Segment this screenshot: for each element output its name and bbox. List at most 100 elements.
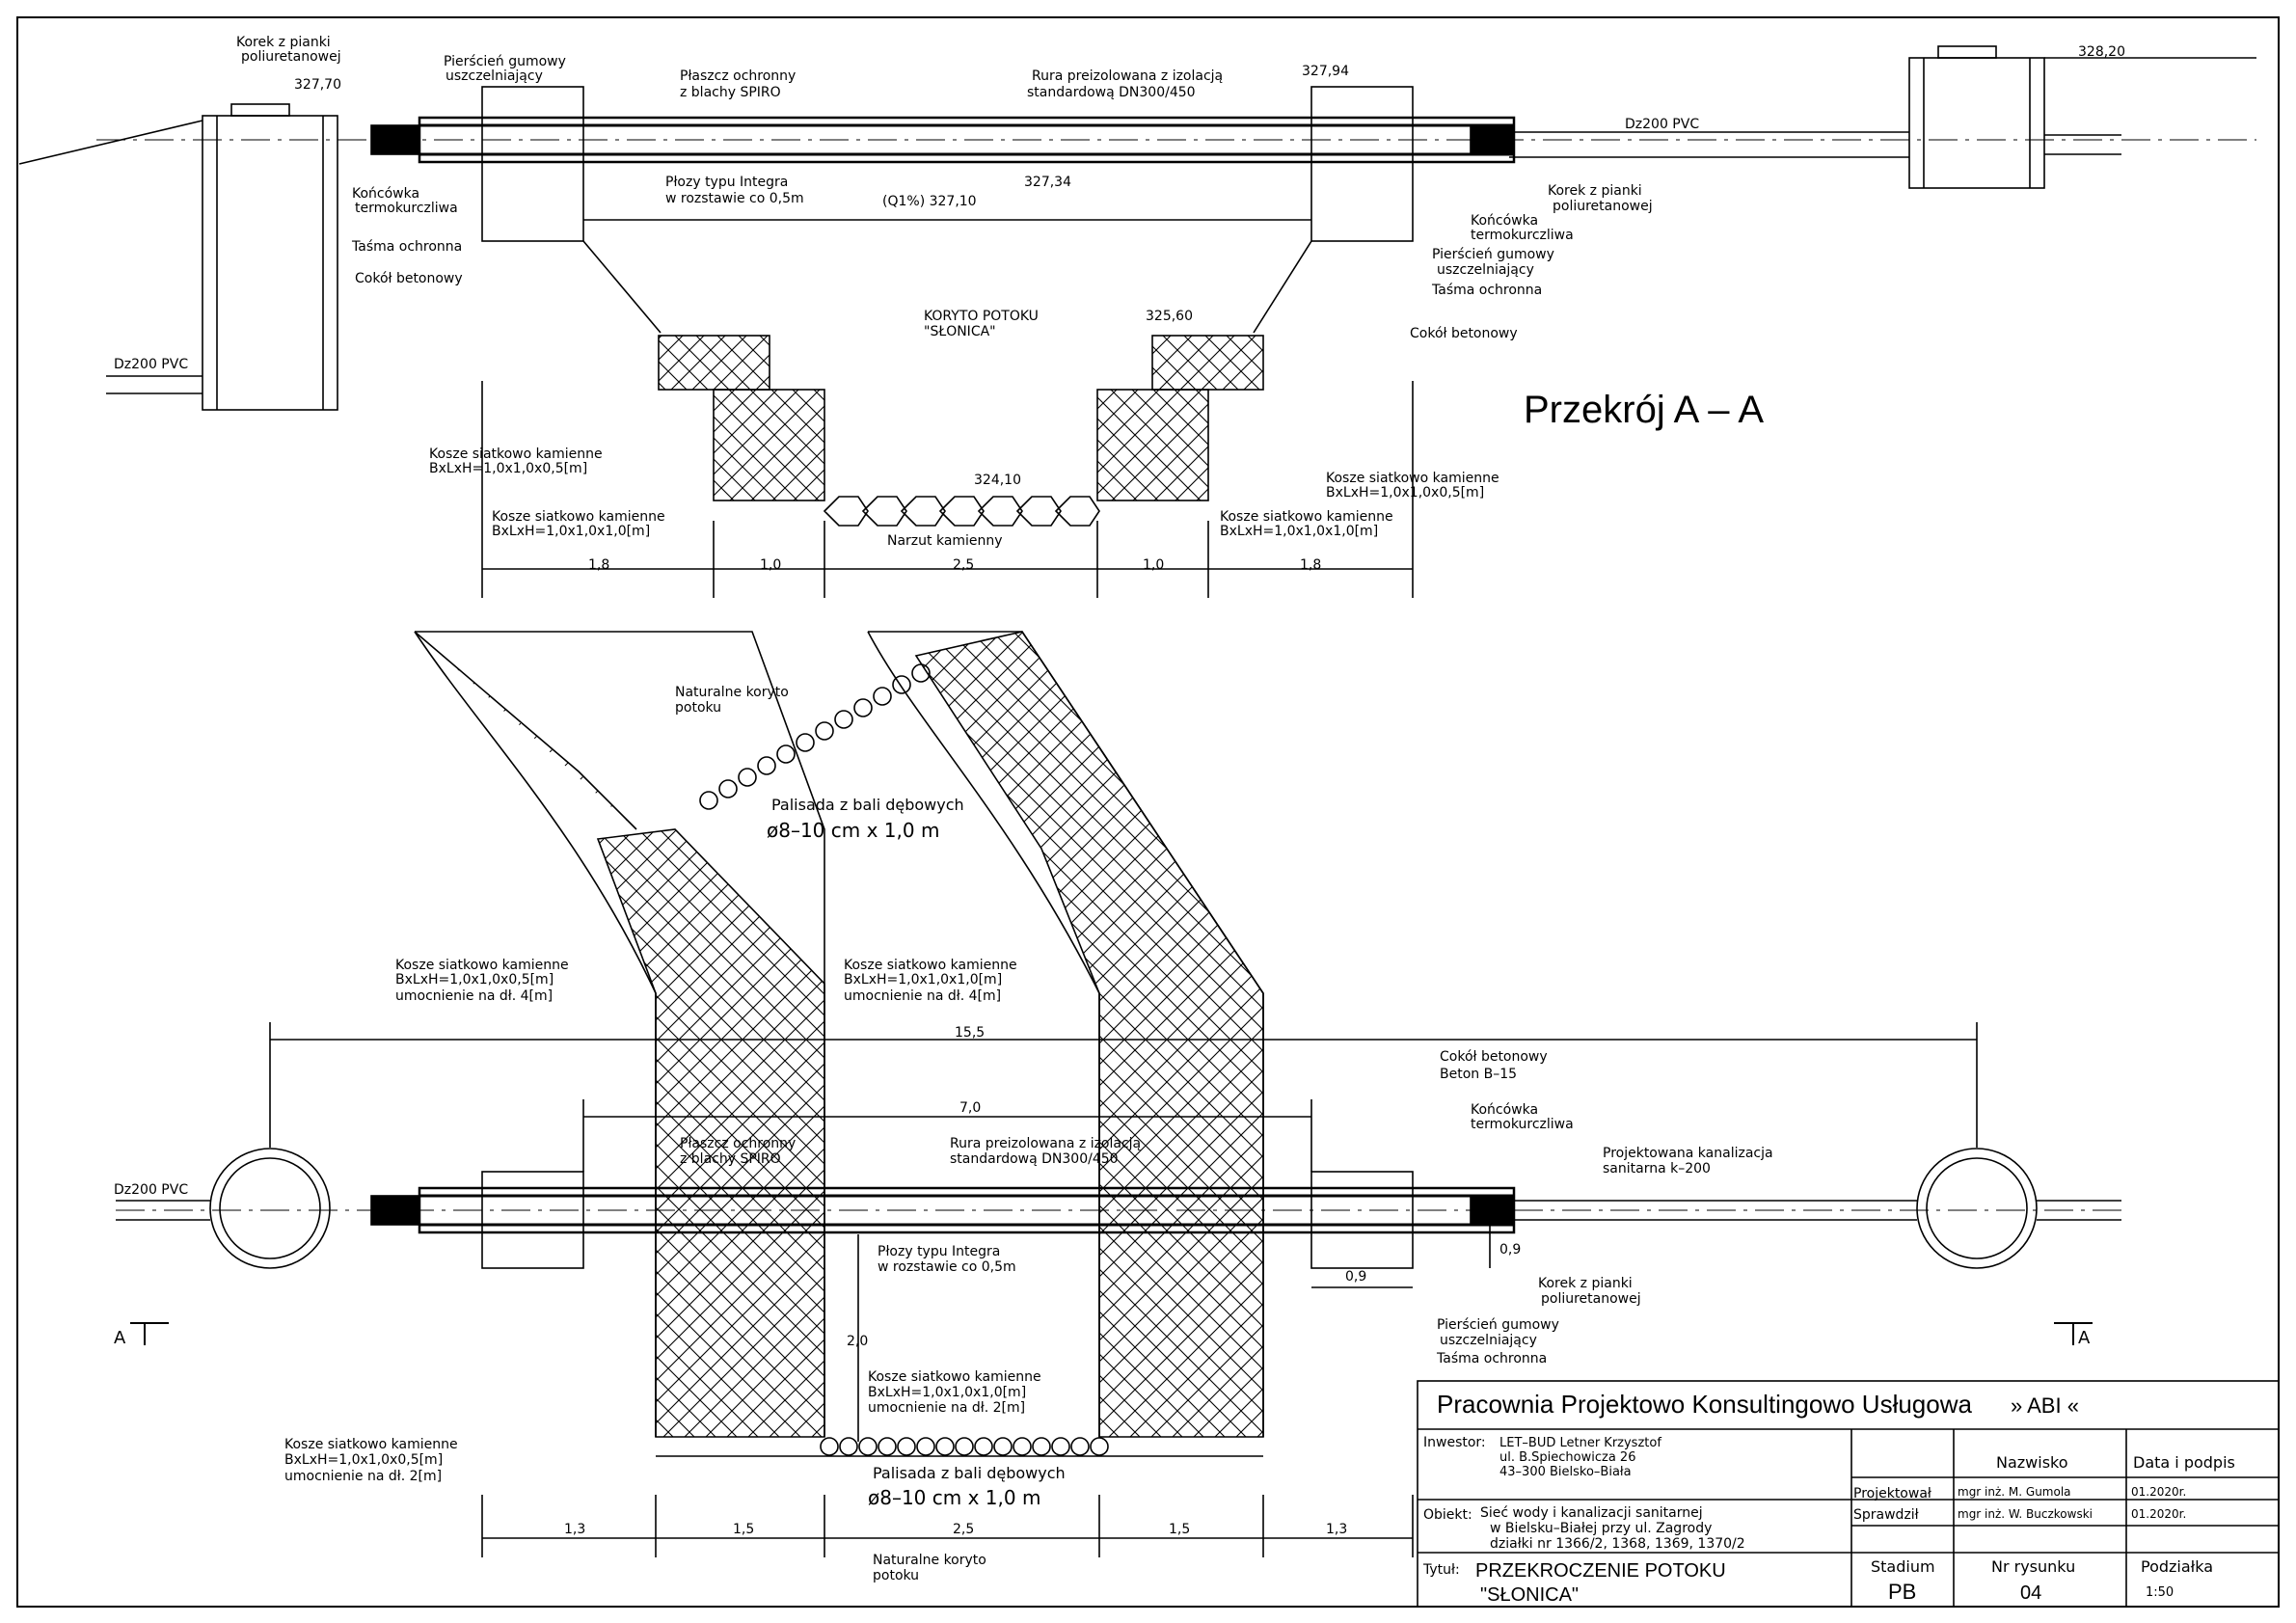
label-korek-1: Korek z pianki bbox=[236, 35, 331, 50]
label-tasma: Taśma ochronna bbox=[1436, 1351, 1547, 1366]
company-brand: » ABI « bbox=[2011, 1393, 2079, 1418]
dim-top: 1,8 bbox=[1300, 557, 1321, 573]
section-mark-right: A bbox=[2078, 1328, 2091, 1348]
label-koncowka-2: termokurczliwa bbox=[1471, 1117, 1574, 1132]
label-kosze-dim: BxLxH=1,0x1,0x0,5[m] bbox=[284, 1452, 443, 1468]
title-label: Tytuł: bbox=[1422, 1562, 1460, 1578]
label-koryto-2: "SŁONICA" bbox=[924, 324, 996, 339]
plan-view-labels: Naturalne koryto potoku Palisada z bali … bbox=[114, 685, 2091, 1583]
label-kosze-dim: BxLxH=1,0x1,0x1,0[m] bbox=[1220, 524, 1378, 539]
section-mark-left: A bbox=[114, 1328, 126, 1348]
label-pierscien-2: uszczelniający bbox=[1440, 1333, 1537, 1348]
concrete-plinth-left bbox=[481, 86, 584, 242]
dim-bottom: 2,5 bbox=[953, 1522, 974, 1537]
dim-inner: 7,0 bbox=[959, 1100, 981, 1116]
label-kosze-1: Kosze siatkowo kamienne bbox=[1220, 509, 1393, 525]
right-chamber bbox=[1908, 57, 2045, 189]
plinth-plan-left bbox=[481, 1171, 584, 1269]
dim-20: 2,0 bbox=[847, 1334, 868, 1349]
dim-bottom: 1,3 bbox=[1326, 1522, 1347, 1537]
nr-value: 04 bbox=[2020, 1582, 2041, 1604]
elev-label: 328,20 bbox=[2078, 44, 2125, 60]
section-a-a bbox=[18, 45, 2256, 598]
concrete-plinth-right bbox=[1310, 86, 1414, 242]
label-tasma: Taśma ochronna bbox=[1431, 283, 1542, 298]
label-umoc: umocnienie na dł. 2[m] bbox=[284, 1469, 442, 1484]
label-projekt-kan-1: Projektowana kanalizacja bbox=[1603, 1146, 1773, 1161]
label-cokol: Cokół betonowy bbox=[1440, 1049, 1548, 1065]
gabion-lower-right bbox=[1096, 389, 1209, 501]
investor-line: ul. B.Spiechowicza 26 bbox=[1499, 1450, 1635, 1465]
scale-label: Podziałka bbox=[2141, 1557, 2213, 1576]
label-kosze-dim: BxLxH=1,0x1,0x1,0[m] bbox=[844, 972, 1002, 987]
label-narzut: Narzut kamienny bbox=[887, 533, 1003, 549]
role-designer: Projektował bbox=[1853, 1486, 1931, 1501]
stadium-value: PB bbox=[1888, 1580, 1916, 1604]
dim-top: 1,8 bbox=[588, 557, 609, 573]
label-naturalne-2: potoku bbox=[675, 700, 721, 716]
label-kosze-dim: BxLxH=1,0x1,0x1,0[m] bbox=[492, 524, 650, 539]
label-kosze-dim: BxLxH=1,0x1,0x0,5[m] bbox=[429, 461, 587, 476]
label-kosze-1: Kosze siatkowo kamienne bbox=[1326, 471, 1499, 486]
manhole-left bbox=[209, 1148, 331, 1269]
label-palisada-1: Palisada z bali dębowych bbox=[873, 1464, 1066, 1482]
label-palisada-2: ø8–10 cm x 1,0 m bbox=[767, 819, 939, 842]
label-koncowka-1: Końcówka bbox=[1471, 213, 1538, 229]
label-cokol: Cokół betonowy bbox=[1410, 326, 1518, 341]
dim-bottom: 1,5 bbox=[733, 1522, 754, 1537]
label-kosze-dim: BxLxH=1,0x1,0x1,0[m] bbox=[868, 1385, 1026, 1400]
investor-line: LET–BUD Letner Krzysztof bbox=[1499, 1436, 1661, 1450]
label-korek-1: Korek z pianki bbox=[1538, 1276, 1633, 1291]
gabion-upper-left bbox=[658, 335, 770, 391]
col-date: Data i podpis bbox=[2133, 1453, 2235, 1472]
label-kosze-1: Kosze siatkowo kamienne bbox=[868, 1369, 1041, 1385]
label-plozy-1: Płozy typu Integra bbox=[878, 1244, 1000, 1259]
label-plaszcz-1: Płaszcz ochronny bbox=[680, 1136, 796, 1151]
label-naturalne-1: Naturalne koryto bbox=[873, 1553, 986, 1568]
gabion-upper-right bbox=[1151, 335, 1264, 391]
label-tasma: Taśma ochronna bbox=[351, 239, 462, 255]
label-rura-2: standardową DN300/450 bbox=[1027, 85, 1196, 100]
label-korek-2: poliuretanowej bbox=[241, 49, 341, 65]
label-rura-2: standardową DN300/450 bbox=[950, 1151, 1119, 1167]
elev-label: 325,60 bbox=[1146, 309, 1193, 324]
sheet-frame bbox=[16, 16, 2280, 1608]
investor-line: 43–300 Bielsko–Biała bbox=[1499, 1465, 1632, 1479]
object-label: Obiekt: bbox=[1423, 1507, 1472, 1523]
label-pierscien-2: uszczelniający bbox=[1437, 262, 1534, 278]
nr-label: Nr rysunku bbox=[1991, 1557, 2075, 1576]
elev-label: (Q1%) 327,10 bbox=[882, 194, 977, 209]
label-pierscien-1: Pierścień gumowy bbox=[1437, 1317, 1559, 1333]
section-a-a-labels: Przekrój A – A 327,70 327,94 328,20 327,… bbox=[114, 35, 2125, 573]
elev-label: 327,94 bbox=[1302, 64, 1349, 79]
label-palisada-2: ø8–10 cm x 1,0 m bbox=[868, 1486, 1040, 1509]
label-koncowka-1: Końcówka bbox=[352, 186, 419, 202]
elev-label: 324,10 bbox=[974, 473, 1021, 488]
label-umoc: umocnienie na dł. 4[m] bbox=[395, 988, 553, 1004]
label-naturalne-1: Naturalne koryto bbox=[675, 685, 789, 700]
date-designer: 01.2020r. bbox=[2131, 1485, 2186, 1499]
object-line: w Bielsku–Białej przy ul. Zagrody bbox=[1490, 1521, 1712, 1536]
label-koncowka-1: Końcówka bbox=[1471, 1102, 1538, 1118]
dim-09: 0,9 bbox=[1499, 1242, 1521, 1258]
label-kosze-1: Kosze siatkowo kamienne bbox=[284, 1437, 458, 1452]
label-koryto-1: KORYTO POTOKU bbox=[924, 309, 1039, 324]
left-chamber bbox=[202, 115, 338, 411]
label-cokol: Cokół betonowy bbox=[355, 271, 463, 286]
object-line: Sieć wody i kanalizacji sanitarnej bbox=[1480, 1505, 1703, 1521]
scale-value: 1:50 bbox=[2146, 1585, 2174, 1600]
label-dz200: Dz200 PVC bbox=[1625, 117, 1699, 132]
label-plaszcz-1: Płaszcz ochronny bbox=[680, 68, 796, 84]
dim-bottom: 1,3 bbox=[564, 1522, 585, 1537]
label-plozy-1: Płozy typu Integra bbox=[665, 175, 788, 190]
palisade-row bbox=[820, 1437, 1109, 1456]
label-koncowka-2: termokurczliwa bbox=[1471, 228, 1574, 243]
gabion-plan-right bbox=[914, 631, 1264, 1438]
label-umoc: umocnienie na dł. 2[m] bbox=[868, 1400, 1025, 1416]
plan-view bbox=[116, 631, 2121, 1557]
label-kosze-dim: BxLxH=1,0x1,0x0,5[m] bbox=[1326, 485, 1484, 500]
dim-bottom: 1,5 bbox=[1169, 1522, 1190, 1537]
title-block-text: Pracownia Projektowo Konsultingowo Usług… bbox=[1422, 1390, 2235, 1606]
title-block bbox=[1417, 1380, 2280, 1608]
